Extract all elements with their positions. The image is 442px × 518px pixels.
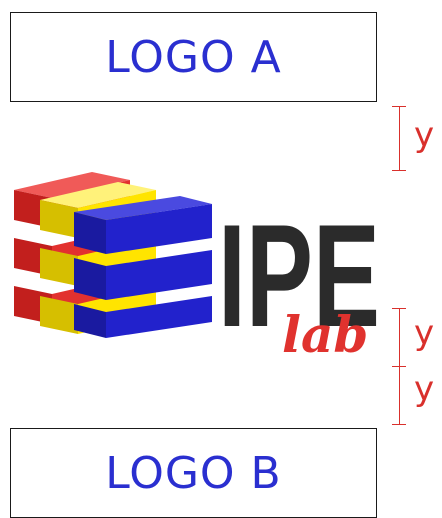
bottom-spacing-label: y (414, 369, 435, 409)
dimension-tick (392, 366, 406, 367)
mid-spacing-label: y (414, 313, 435, 353)
lab-wordmark: lab (282, 305, 368, 364)
dimension-tick (392, 170, 406, 171)
logo-a-label: LOGO A (105, 31, 282, 83)
logo-b-box: LOGO B (10, 428, 377, 518)
logo-a-box: LOGO A (10, 12, 377, 102)
dimension-tick (392, 424, 406, 425)
dimension-line (399, 106, 400, 170)
top-spacing-label: y (414, 115, 435, 155)
blue-bars (74, 196, 212, 338)
logo-b-label: LOGO B (105, 447, 282, 499)
cube-icon (14, 172, 212, 338)
ipe-wordmark: IPE (218, 194, 380, 357)
